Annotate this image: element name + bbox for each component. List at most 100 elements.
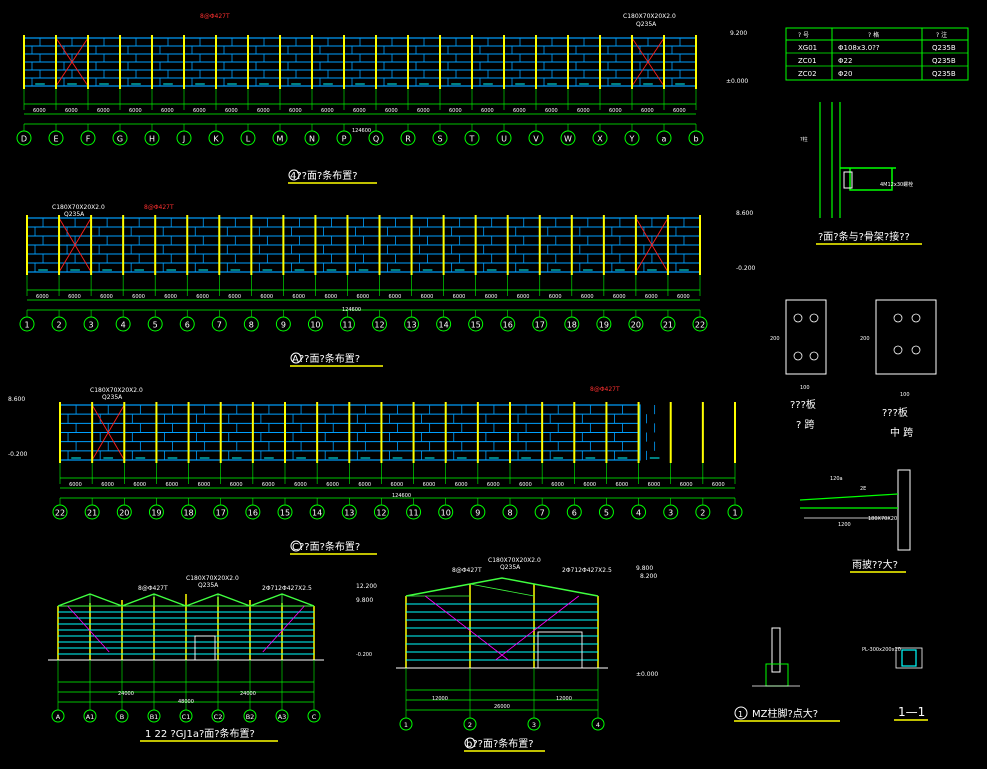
- span-dimension: 6000: [421, 294, 434, 300]
- span-dimension: 6000: [193, 108, 206, 114]
- span-dimension: 6000: [549, 294, 562, 300]
- axis-label: 4: [636, 509, 641, 518]
- axis-bubble: [502, 504, 518, 520]
- span-dimension: 6000: [648, 482, 661, 488]
- gable-1-total-dim: 48000: [178, 699, 194, 705]
- axis-label: 2: [57, 321, 62, 330]
- elevation-a-level-top: 8.600: [736, 210, 753, 217]
- span-dimension: 6000: [68, 294, 81, 300]
- connection-detail-title: ?面?条与?骨架?接??: [818, 230, 910, 243]
- axis-bubble: [404, 316, 420, 332]
- axis-bubble: [470, 504, 486, 520]
- gable-b-level-ridge: 9.800: [636, 565, 653, 572]
- plate-side-title: ???板: [790, 398, 816, 411]
- span-dimension: 6000: [166, 482, 179, 488]
- axis-bubble: [213, 504, 229, 520]
- axis-bubble: [51, 709, 65, 723]
- elevation-a-purlin-tag: C180X70X20X2.0: [52, 204, 105, 211]
- mz-detail-title: MZ柱脚?点大?: [752, 707, 818, 720]
- mz-column-base-detail: 1 MZ柱脚?点大?: [734, 627, 840, 722]
- section-plate-label: PL-300x200x10: [862, 647, 901, 653]
- span-dimension: 6000: [519, 482, 532, 488]
- axis-bubble: [211, 709, 225, 723]
- span-dimension: 6000: [609, 108, 622, 114]
- span-dimension: 6000: [260, 294, 273, 300]
- axis-label: A3: [278, 713, 287, 721]
- axis-bubble: [115, 709, 129, 723]
- axis-label: 6: [572, 509, 577, 518]
- span-dimension: 6000: [129, 108, 142, 114]
- axis-label: F: [86, 135, 91, 144]
- axis-label: C: [312, 713, 317, 721]
- elevation-a-total-dim: 124600: [342, 307, 361, 313]
- span-dimension: 6000: [449, 108, 462, 114]
- truss-web: [533, 583, 599, 597]
- span-dimension: 6000: [353, 108, 366, 114]
- span-dimension: 6000: [101, 482, 114, 488]
- gable-b-tie-tag: 8@Φ427T: [452, 567, 482, 574]
- axis-label: D: [21, 135, 27, 144]
- axis-label: U: [501, 135, 507, 144]
- axis-bubble: [19, 316, 35, 332]
- axis-bubble: [400, 130, 416, 146]
- axis-bubble: [596, 316, 612, 332]
- axis-label: 22: [55, 509, 65, 518]
- connection-column-tag: ?柱: [800, 136, 808, 143]
- axis-label: B1: [150, 713, 159, 721]
- axis-bubble: [275, 709, 289, 723]
- span-dimension: 6000: [196, 294, 209, 300]
- span-dimension: 6000: [324, 294, 337, 300]
- axis-label: B: [120, 713, 124, 721]
- axis-bubble: [727, 504, 743, 520]
- elevation-a-purlin-steel: Q235A: [64, 211, 85, 218]
- table-cell: Φ108x3.0??: [838, 44, 880, 52]
- axis-bubble: [115, 316, 131, 332]
- axis-bubble: [52, 504, 68, 520]
- span-dimension: 6000: [230, 482, 243, 488]
- axis-label: L: [246, 135, 251, 144]
- span-dimension: 6000: [100, 294, 113, 300]
- span-dimension: 6000: [453, 294, 466, 300]
- axis-label: 8: [507, 509, 512, 518]
- elevation-a-wall-grid: [26, 217, 701, 273]
- span-dimension: 6000: [198, 482, 211, 488]
- axis-bubble: [438, 504, 454, 520]
- table-cell: Φ22: [838, 57, 852, 65]
- span-dimension: 6000: [545, 108, 558, 114]
- span-dimension: 6000: [423, 482, 436, 488]
- axis-bubble: [373, 504, 389, 520]
- axis-label: 9: [281, 321, 286, 330]
- axis-label: 15: [471, 321, 481, 330]
- axis-label: 17: [216, 509, 226, 518]
- axis-label: P: [342, 135, 347, 144]
- span-dimension: 6000: [257, 108, 270, 114]
- axis-label: 14: [439, 321, 449, 330]
- axis-label: G: [117, 135, 123, 144]
- section-1-1: PL-300x200x10 1—1: [862, 647, 928, 721]
- table-cell: Q235B: [932, 44, 956, 52]
- axis-label: 20: [631, 321, 641, 330]
- axis-label: E: [53, 135, 58, 144]
- span-dimension: 6000: [616, 482, 629, 488]
- gable-b-title-bubble: [464, 737, 476, 749]
- axis-label: W: [564, 135, 572, 144]
- axis-label: 18: [183, 509, 193, 518]
- axis-bubble: [464, 130, 480, 146]
- plate-side-span: 200 100 ???板 ? 跨: [770, 299, 827, 431]
- gable-1-tie-tag: 8@Φ427T: [138, 585, 168, 592]
- elevation-a-title: A??面?条布置?: [292, 352, 360, 365]
- axis-label: 2: [468, 721, 472, 729]
- canopy-dim: 1200: [838, 522, 851, 528]
- span-dimension: 6000: [132, 294, 145, 300]
- axis-bubble: [211, 316, 227, 332]
- table-cell: Q235B: [932, 70, 956, 78]
- axis-label: R: [405, 135, 411, 144]
- axis-label: 3: [668, 509, 673, 518]
- axis-label: A: [56, 713, 61, 721]
